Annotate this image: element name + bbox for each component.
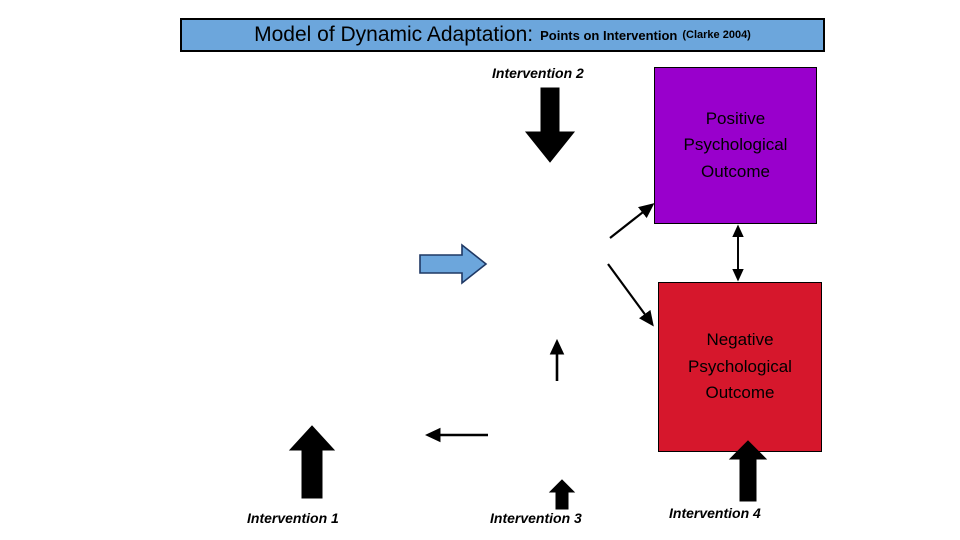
up-arrow-intervention-4 <box>728 440 768 502</box>
label-intervention-4: Intervention 4 <box>669 505 761 521</box>
down-arrow-intervention-2 <box>522 87 578 164</box>
label-intervention-3: Intervention 3 <box>490 510 582 526</box>
page-title: Model of Dynamic Adaptation: <box>254 23 534 46</box>
double-headed-arrow-between-outcomes <box>726 223 750 283</box>
label-intervention-1: Intervention 1 <box>247 510 339 526</box>
up-arrow-intervention-1 <box>288 424 336 500</box>
diagonal-up-arrow-to-positive <box>608 200 660 240</box>
positive-outcome-label: Positive Psychological Outcome <box>683 108 788 181</box>
thin-up-arrow-center <box>546 337 570 382</box>
negative-outcome-label: Negative Psychological Outcome <box>688 330 792 403</box>
diagonal-down-arrow-to-negative <box>606 262 662 332</box>
up-arrow-intervention-3 <box>548 479 576 510</box>
positive-outcome-box: Positive Psychological Outcome <box>654 67 817 224</box>
blue-right-arrow <box>418 243 488 285</box>
thin-left-arrow <box>422 425 490 445</box>
title-citation: (Clarke 2004) <box>682 29 751 41</box>
page-subtitle: Points on Intervention <box>540 27 678 43</box>
negative-outcome-box: Negative Psychological Outcome <box>658 282 822 452</box>
slide-title-bar: Model of Dynamic Adaptation: Points on I… <box>180 18 825 52</box>
label-intervention-2: Intervention 2 <box>492 65 584 81</box>
